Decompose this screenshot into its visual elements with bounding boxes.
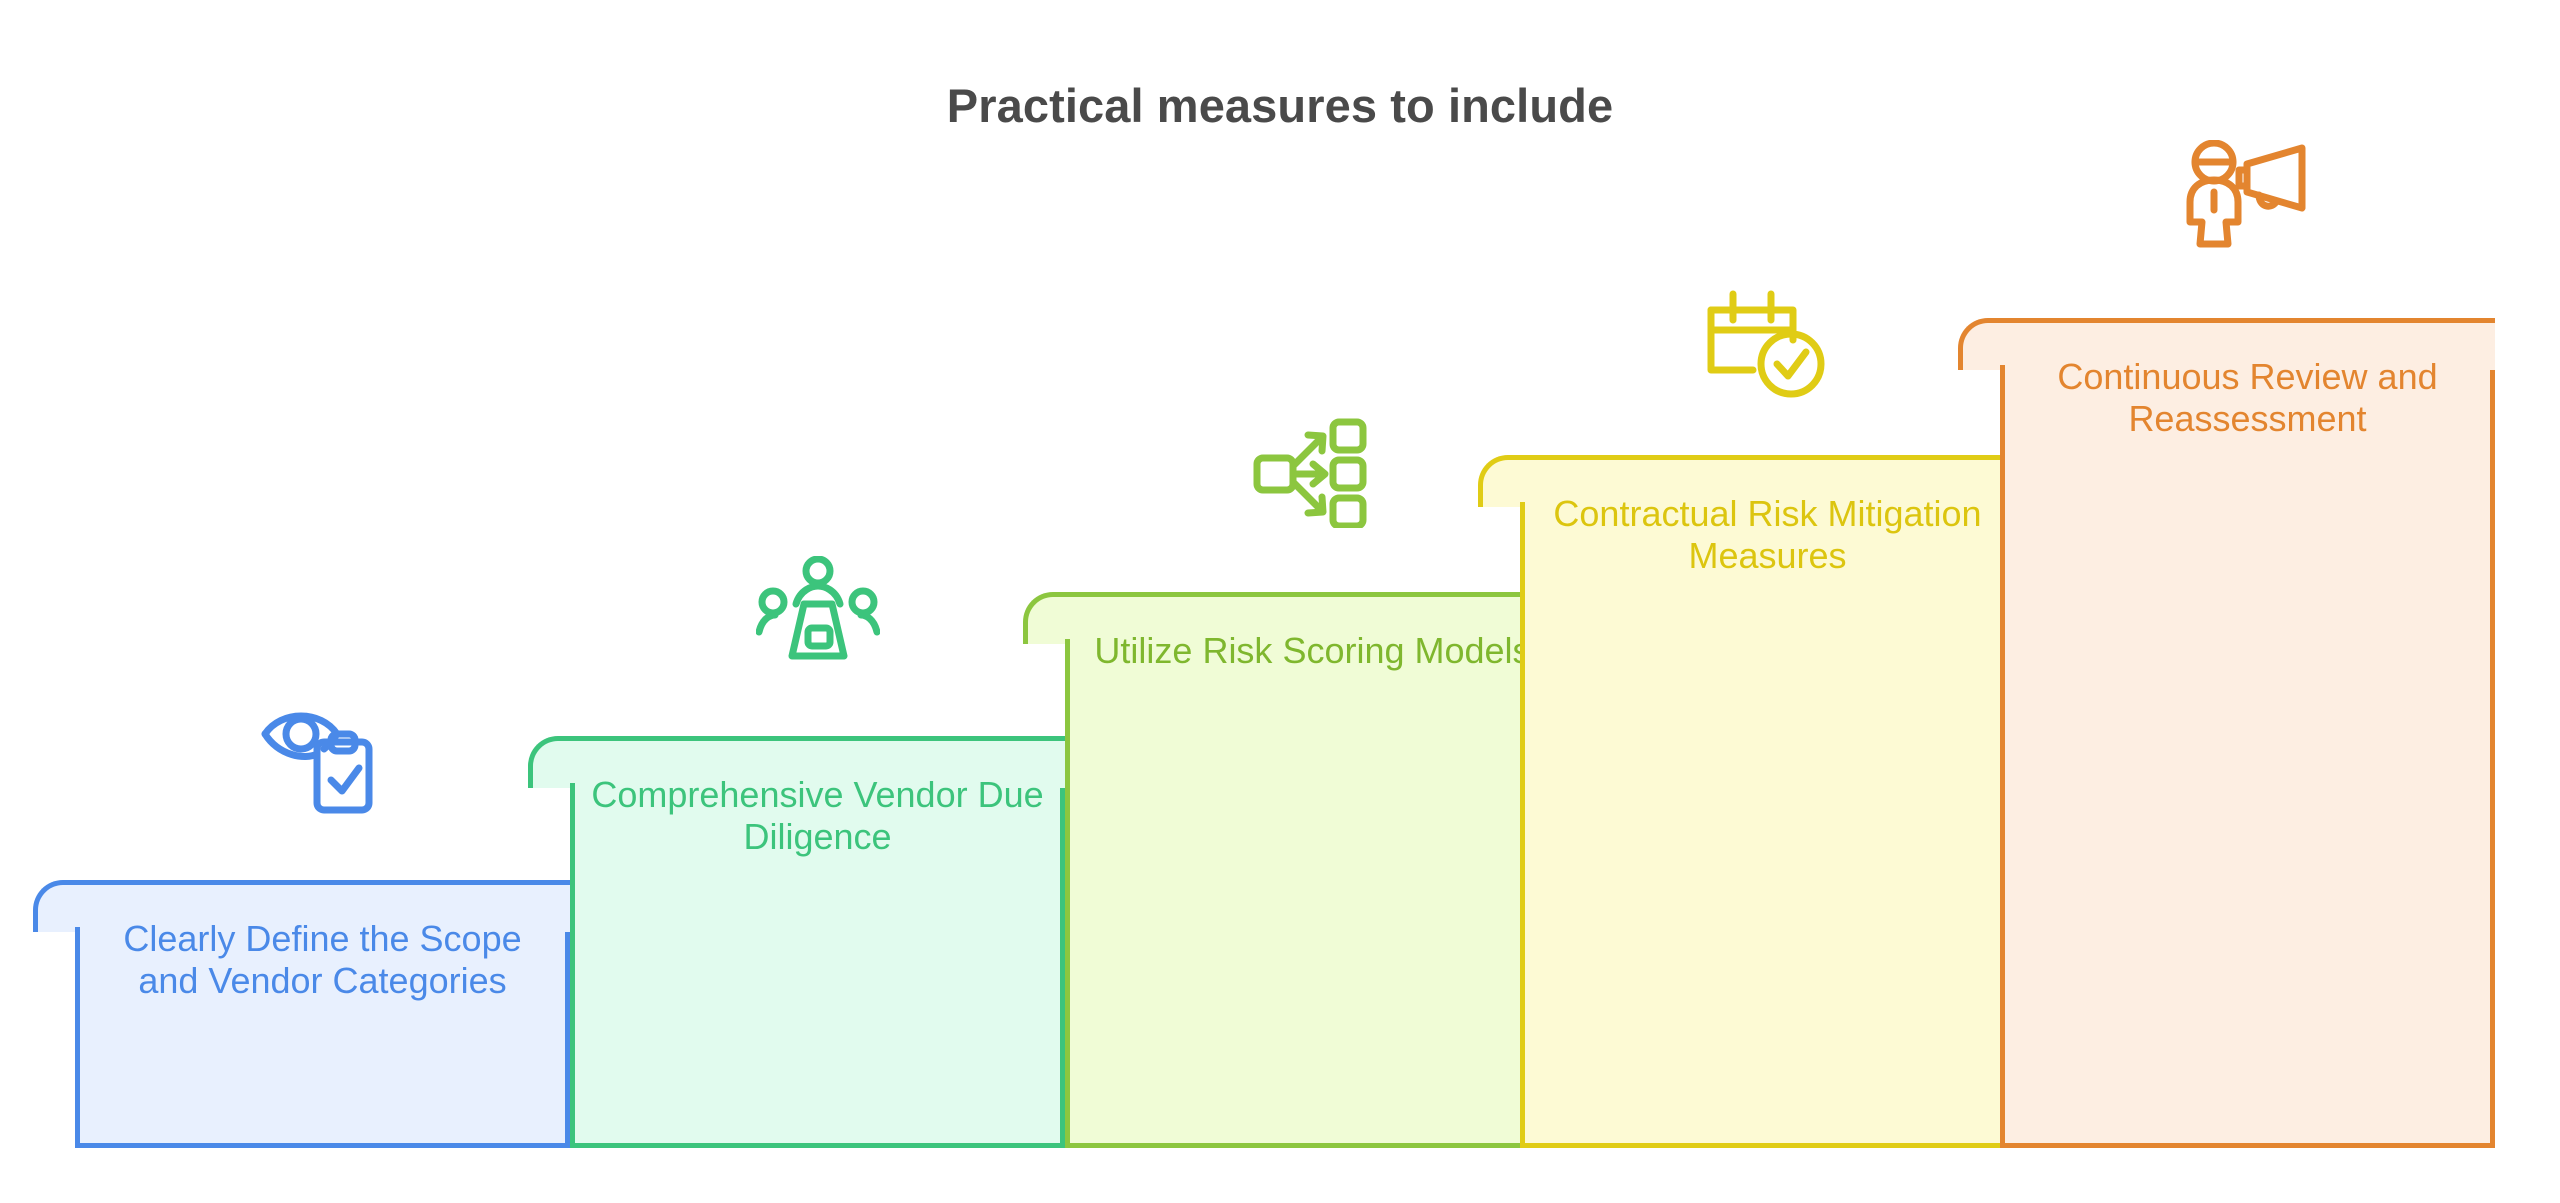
step-4-notch-stub	[1520, 502, 1525, 512]
step-1-top-cap	[33, 880, 570, 932]
staircase-step-5[interactable]: Continuous Review and Reassessment	[1958, 318, 2495, 1148]
staircase-step-1[interactable]: Clearly Define the Scope and Vendor Cate…	[33, 880, 570, 1148]
step-4-label: Contractual Risk Mitigation Measures	[1553, 493, 1982, 577]
person-megaphone-announcement-icon	[2184, 140, 2312, 250]
step-4-top-cap	[1478, 455, 2015, 507]
page-title: Practical measures to include	[946, 79, 1614, 132]
step-5-label: Continuous Review and Reassessment	[2057, 356, 2438, 440]
step-1-label: Clearly Define the Scope and Vendor Cate…	[123, 918, 522, 1002]
step-5-body	[2000, 318, 2495, 1148]
step-3-top-cap	[1023, 592, 1560, 644]
step-2-body	[570, 736, 1065, 1148]
people-meeting-table-icon	[755, 556, 880, 664]
risk-distribution-branch-icon	[1253, 418, 1373, 528]
step-2-notch-stub	[570, 783, 575, 793]
step-3-notch-stub	[1065, 639, 1070, 649]
calendar-check-icon	[1705, 288, 1831, 400]
staircase-step-3[interactable]: Utilize Risk Scoring Models	[1023, 592, 1560, 1148]
step-5-notch-stub	[2000, 365, 2005, 375]
step-2-label: Comprehensive Vendor Due Diligence	[591, 774, 1044, 858]
step-2-top-cap	[528, 736, 1065, 788]
eye-clipboard-check-icon	[259, 698, 387, 816]
step-5-top-cap	[1958, 318, 2495, 370]
step-3-label: Utilize Risk Scoring Models	[1094, 630, 1531, 671]
staircase-step-4[interactable]: Contractual Risk Mitigation Measures	[1478, 455, 2015, 1148]
staircase-step-2[interactable]: Comprehensive Vendor Due Diligence	[528, 736, 1065, 1148]
step-1-notch-stub	[75, 927, 80, 937]
step-3-body	[1065, 592, 1560, 1148]
